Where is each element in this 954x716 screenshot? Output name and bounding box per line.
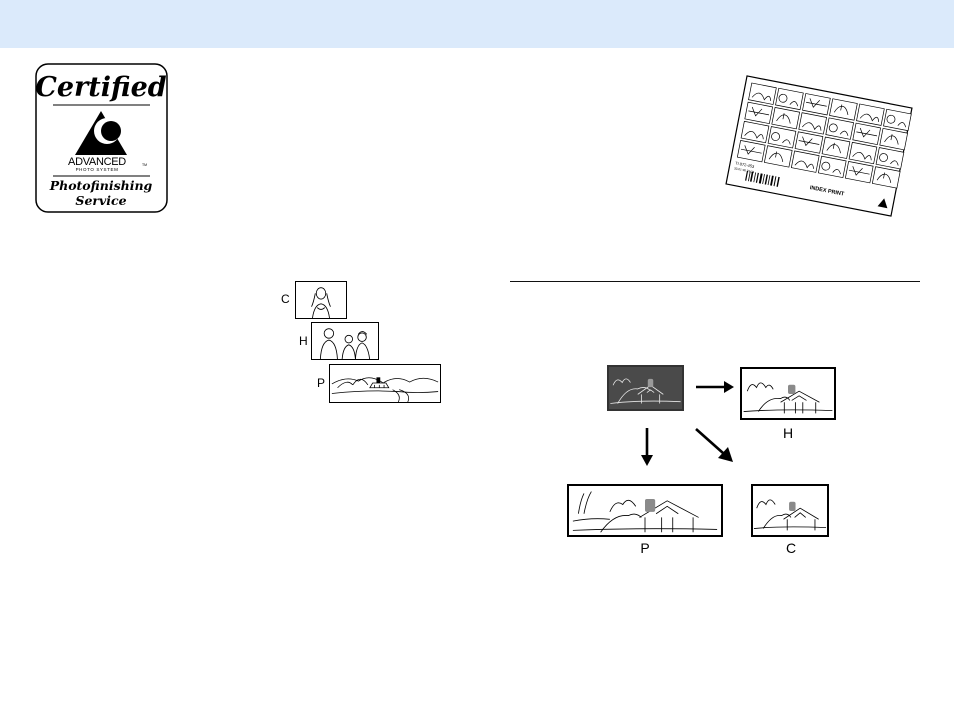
logo-tm: TM — [142, 163, 147, 167]
index-thumbnail-sketch — [771, 132, 791, 145]
negative-source-frame — [607, 365, 684, 411]
header-band — [0, 0, 954, 48]
index-thumbnail-sketch — [833, 104, 849, 116]
index-thumbnail-sketch — [794, 160, 814, 169]
index-thumbnail-sketch — [821, 161, 841, 175]
index-thumbnail — [767, 126, 797, 149]
logo-brand-subtext: PHOTO SYSTEM — [76, 167, 119, 172]
index-thumbnail-sketch — [751, 92, 772, 101]
index-thumbnail — [875, 147, 905, 170]
logo-badge: Certified ADVANCED TM PHOTO SYSTEM Photo… — [35, 63, 168, 213]
section-divider — [510, 281, 920, 282]
index-thumbnail-sketch — [884, 134, 899, 145]
index-thumbnail-sketch — [802, 122, 822, 131]
index-thumbnail-sketch — [859, 113, 880, 122]
index-thumbnail-sketch — [828, 123, 849, 136]
index-thumbnail-sketch — [856, 127, 878, 138]
index-thumbnail-sketch — [879, 153, 899, 166]
index-code-2: 33-01-96 23:34 — [734, 166, 755, 174]
index-thumbnail-sketch — [776, 113, 791, 124]
index-thumbnail-sketch — [768, 151, 784, 162]
index-thumbnail — [748, 82, 777, 105]
index-thumbnail-sketch — [748, 106, 770, 117]
index-print-illustration: TI 872-453 33-01-96 23:34 INDEX PRINT — [723, 57, 915, 235]
logo-service-text: Service — [75, 193, 126, 208]
index-thumbnail-sketch — [798, 136, 820, 147]
arrow-diagonal-icon — [694, 427, 734, 463]
arrow-right-icon — [694, 380, 734, 394]
label-h: H — [782, 425, 794, 441]
frame-h — [740, 367, 836, 420]
index-thumbnail — [740, 120, 770, 144]
index-thumbnail — [771, 106, 801, 130]
logo-photofinishing-text: Photofinishing — [49, 178, 153, 193]
index-thumbnail-sketch — [876, 172, 892, 183]
format-thumb-h — [311, 322, 379, 360]
index-thumbnail — [775, 87, 804, 111]
index-thumbnail — [848, 141, 878, 165]
format-label-p: P — [317, 376, 326, 390]
certified-aps-logo: Certified ADVANCED TM PHOTO SYSTEM Photo… — [35, 63, 168, 213]
index-thumbnail — [879, 127, 908, 151]
format-label-h: H — [299, 334, 308, 348]
frame-c — [751, 484, 829, 537]
arrow-down-icon — [640, 427, 654, 466]
index-thumbnail — [825, 117, 854, 140]
format-thumb-p — [329, 364, 441, 403]
index-thumbnail-sketch — [740, 145, 762, 155]
barcode-icon — [745, 170, 780, 187]
index-thumbnail — [790, 150, 820, 173]
index-thumbnail — [821, 136, 851, 159]
index-thumbnail-sketch — [806, 98, 827, 108]
index-thumbnail-sketch — [826, 142, 841, 154]
aps-mini-logo-icon — [877, 198, 888, 209]
index-code-1: TI 872-453 — [735, 160, 756, 169]
index-thumbnail-sketch — [886, 114, 907, 128]
index-thumbnail-sketch — [744, 131, 764, 140]
index-thumbnail — [763, 145, 793, 168]
label-c: C — [785, 540, 797, 556]
index-thumbnail-sketch — [852, 152, 872, 161]
index-thumbnail — [883, 108, 912, 132]
index-thumbnail — [856, 103, 885, 126]
format-thumb-c — [295, 281, 347, 319]
logo-brand-text: ADVANCED — [68, 156, 126, 168]
logo-certified-text: Certified — [35, 72, 166, 103]
format-label-c: C — [281, 292, 290, 306]
frame-p — [567, 484, 723, 537]
index-thumbnail — [817, 155, 847, 179]
index-thumbnail — [829, 98, 858, 121]
index-thumbnail — [871, 166, 901, 189]
index-thumbnail-sketch — [848, 166, 870, 176]
index-thumbnail-sketch — [778, 93, 799, 107]
label-p: P — [640, 540, 650, 556]
index-thumbnail — [798, 112, 828, 135]
index-thumbnails — [736, 82, 912, 189]
